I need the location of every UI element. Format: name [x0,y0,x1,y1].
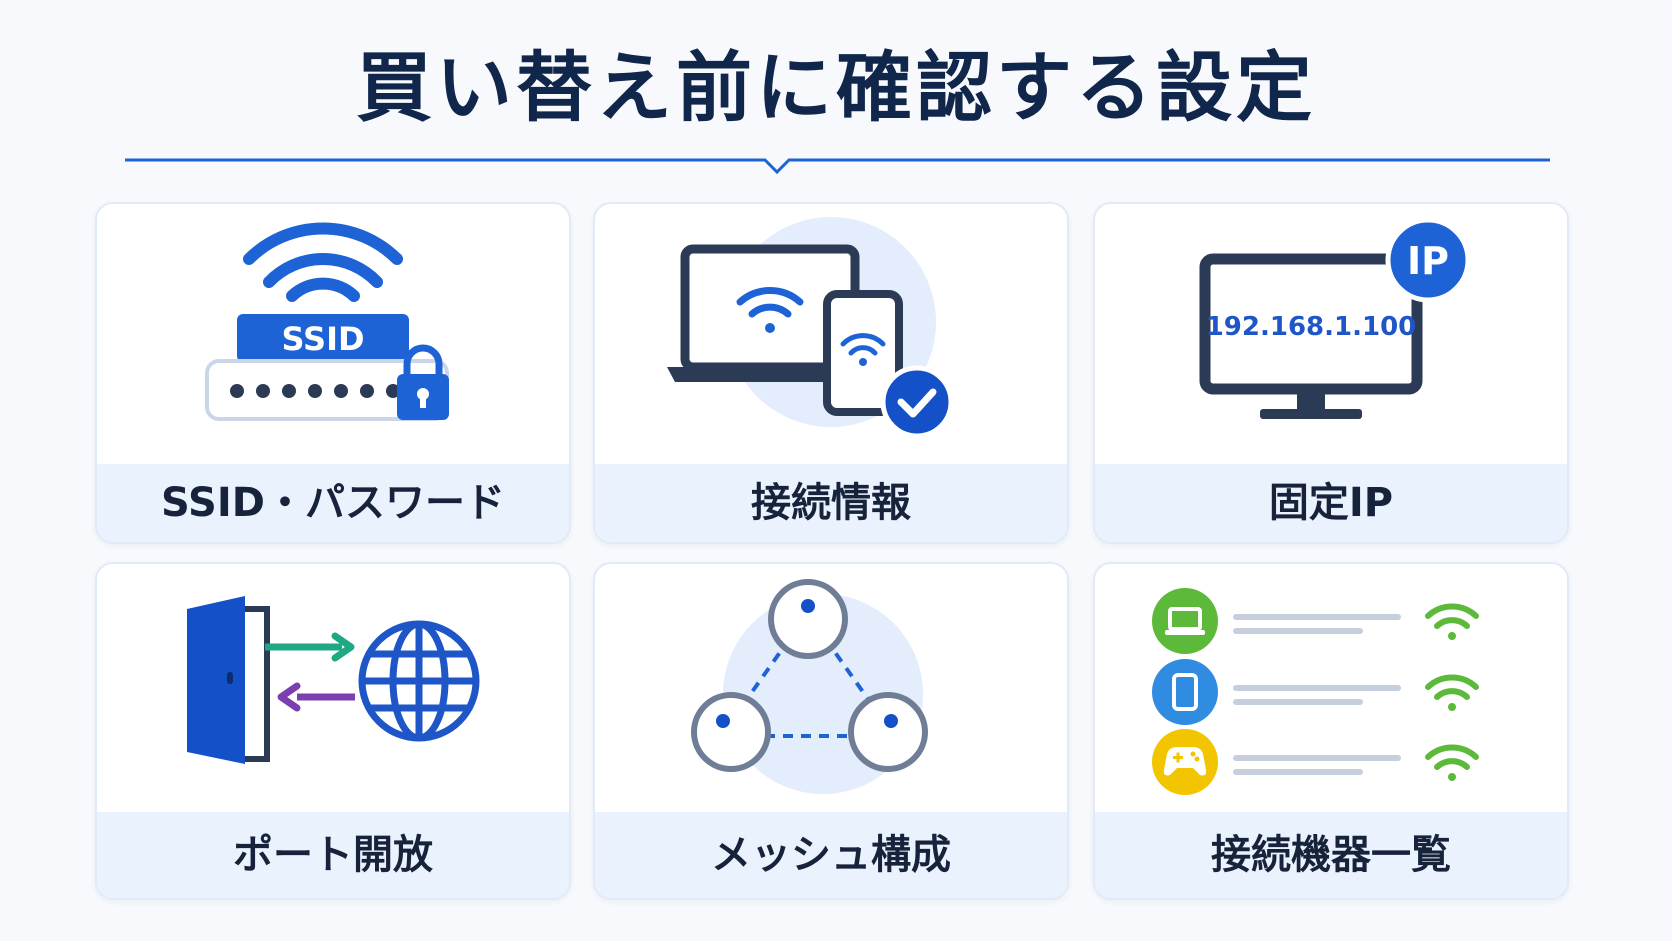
card-ssid-password: SSID SSID・パスワード [95,202,571,544]
monitor-ip-icon: 192.168.1.100 IP [1199,217,1471,419]
card-label-mesh: メッシュ構成 [595,812,1067,898]
card-label-connection-info: 接続情報 [595,464,1067,542]
device-list-icon [1152,588,1479,795]
ip-badge-text: IP [1407,239,1449,283]
card-fixed-ip: 192.168.1.100 IP 固定IP [1093,202,1569,544]
card-label-fixed-ip: 固定IP [1095,464,1567,542]
card-label-ssid-password: SSID・パスワード [97,464,569,542]
door-globe-icon [187,596,480,764]
card-connection-info: 接続情報 [593,202,1069,544]
ssid-badge-text: SSID [281,320,364,358]
card-device-list: 接続機器一覧 [1093,562,1569,900]
devices-check-icon [667,217,954,439]
mesh-nodes-icon [691,579,928,794]
card-mesh: メッシュ構成 [593,562,1069,900]
card-port-forwarding: ポート開放 [95,562,571,900]
card-label-port-forwarding: ポート開放 [97,812,569,898]
title-divider [125,158,1550,175]
ip-address-text: 192.168.1.100 [1206,312,1417,342]
page-title: 買い替え前に確認する設定 [356,43,1316,132]
card-label-device-list: 接続機器一覧 [1095,812,1567,898]
wifi-ssid-password-icon: SSID [205,222,449,421]
